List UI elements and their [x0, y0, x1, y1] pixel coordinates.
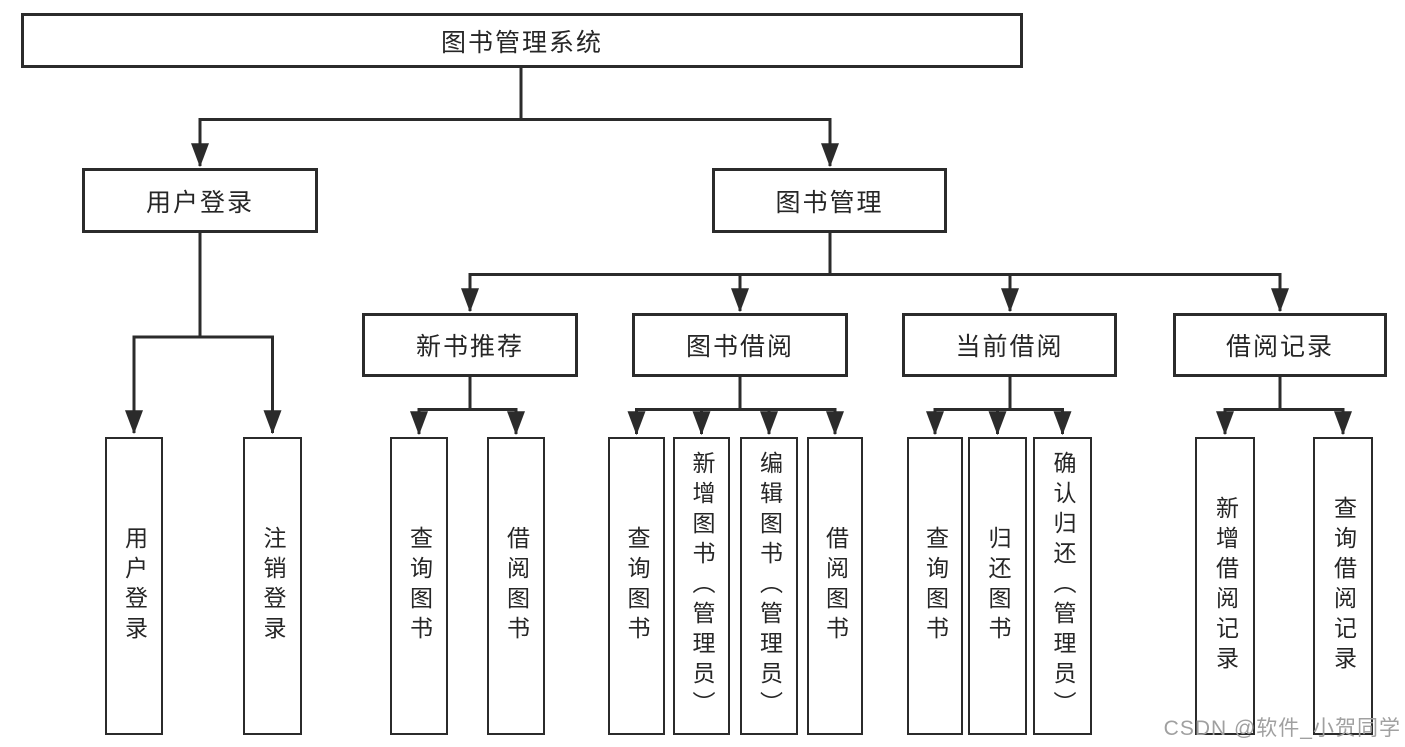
node-current-borrow: 当前借阅 [902, 313, 1117, 377]
leaf-query-borrow-record: 查询借阅记录 [1313, 437, 1373, 735]
leaf-add-borrow-record: 新增借阅记录 [1195, 437, 1255, 735]
leaf-query-books-recommend: 查询图书 [390, 437, 448, 735]
node-borrow-records: 借阅记录 [1173, 313, 1387, 377]
leaf-add-books-admin: 新增图书（管理员） [673, 437, 730, 735]
node-user-login-module: 用户登录 [82, 168, 318, 233]
node-root-library-system: 图书管理系统 [21, 13, 1023, 68]
leaf-query-books-current: 查询图书 [907, 437, 963, 735]
leaf-borrow-books: 借阅图书 [807, 437, 863, 735]
node-book-borrow: 图书借阅 [632, 313, 848, 377]
leaf-query-books-borrow: 查询图书 [608, 437, 665, 735]
leaf-return-books: 归还图书 [968, 437, 1027, 735]
leaf-logout: 注销登录 [243, 437, 302, 735]
leaf-confirm-return-admin: 确认归还（管理员） [1033, 437, 1092, 735]
csdn-watermark: CSDN @软件_小贺同学 [1163, 717, 1401, 740]
leaf-user-login: 用户登录 [105, 437, 163, 735]
node-new-book-recommend: 新书推荐 [362, 313, 578, 377]
leaf-borrow-books-recommend: 借阅图书 [487, 437, 545, 735]
node-book-management-module: 图书管理 [712, 168, 947, 233]
leaf-edit-books-admin: 编辑图书（管理员） [740, 437, 798, 735]
